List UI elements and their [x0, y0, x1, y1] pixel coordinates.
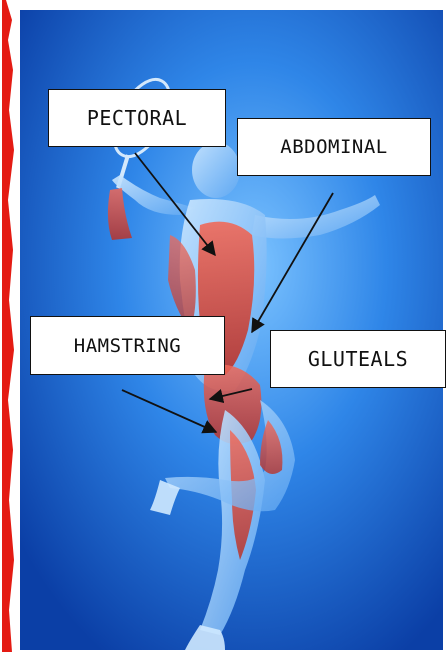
- label-gluteals: GLUTEALS: [270, 330, 446, 388]
- arrow-pectoral: [135, 153, 215, 255]
- label-hamstring: HAMSTRING: [30, 316, 225, 375]
- label-abdominal: ABDOMINAL: [237, 118, 431, 176]
- arrow-abdominal: [252, 193, 333, 332]
- arrow-gluteals: [210, 389, 252, 399]
- arrow-hamstring: [122, 390, 216, 432]
- label-pectoral: PECTORAL: [48, 89, 226, 147]
